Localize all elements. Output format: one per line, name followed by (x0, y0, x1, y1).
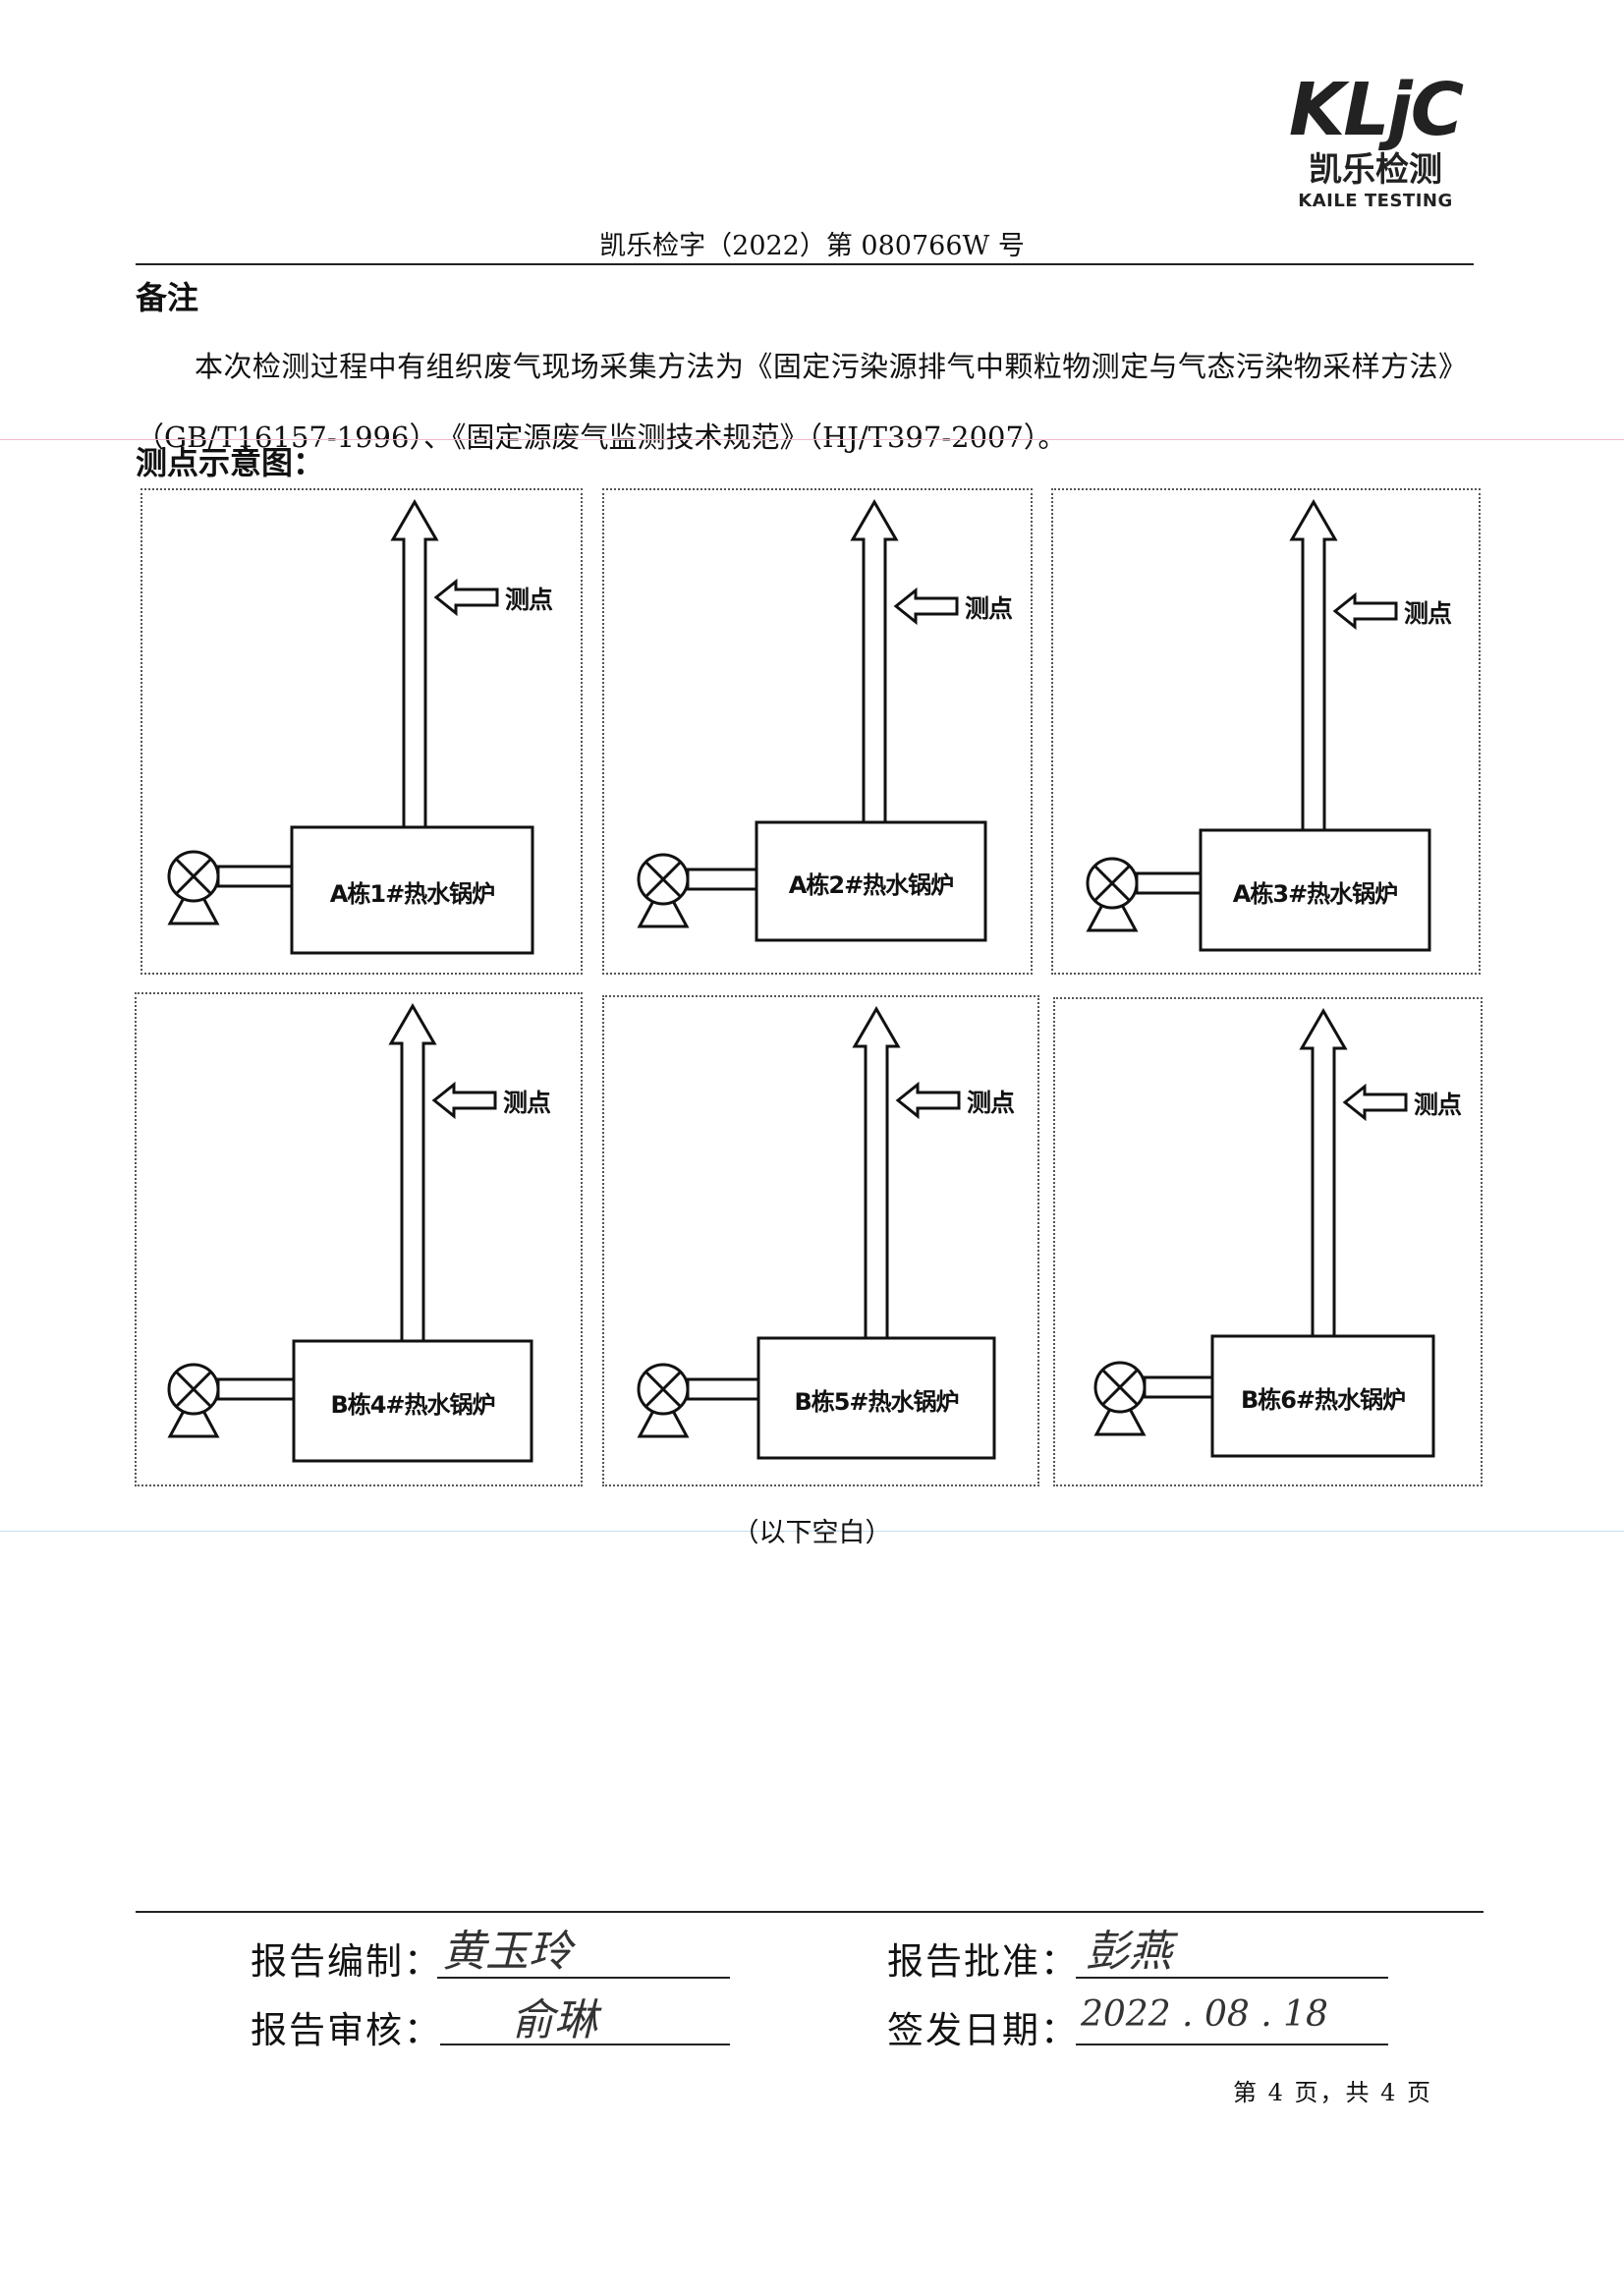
measure-point-label: 测点 (1404, 599, 1452, 628)
approve-label: 报告批准： (887, 1940, 1079, 1983)
diagram-title: 测点示意图： (136, 444, 325, 481)
logo-mark: KLjC (1288, 68, 1464, 152)
panel-drawing-4 (167, 1003, 533, 1463)
boiler-label: A栋2#热水锅炉 (788, 871, 954, 899)
fan-stand (167, 1410, 220, 1438)
compile-label: 报告编制： (251, 1940, 442, 1983)
boiler-label: A栋1#热水锅炉 (329, 880, 495, 908)
measure-point-label: 测点 (505, 586, 553, 614)
company-logo: KLjC 凯乐检测 KAILE TESTING (1277, 71, 1474, 228)
panel-drawing-1 (167, 499, 534, 955)
fan-stand (637, 1410, 690, 1438)
measure-point-arrow (893, 587, 959, 626)
measure-point-arrow (433, 578, 499, 617)
boiler-box (292, 1339, 533, 1463)
measure-point-arrow (1342, 1083, 1408, 1122)
diagram-panel-4: 测点 B栋4#热水锅炉 (135, 992, 583, 1486)
blank-below-note: （以下空白） (732, 1518, 892, 1548)
panel-drawing-6 (1093, 1008, 1435, 1458)
issue-date-value: 2022 . 08 . 18 (1081, 1994, 1328, 2035)
boiler-label: B栋6#热水锅炉 (1240, 1386, 1406, 1414)
footer-divider (136, 1911, 1484, 1913)
measure-point-label: 测点 (503, 1089, 551, 1117)
fan-duct (1143, 1375, 1214, 1399)
fan-cross-b (644, 861, 682, 898)
scan-artifact-line (0, 439, 1624, 440)
diagram-panel-2: 测点 A栋2#热水锅炉 (602, 488, 1033, 975)
diagram-panel-6: 测点 B栋6#热水锅炉 (1053, 997, 1483, 1486)
compile-sign-line (437, 1977, 730, 1979)
measure-point-arrow (431, 1081, 497, 1120)
stack-arrow (1289, 499, 1338, 830)
fan-stand (637, 900, 690, 928)
review-signature: 俞琳 (511, 1995, 597, 2045)
remarks-paragraph: 本次检测过程中有组织废气现场采集方法为《固定污染源排气中颗粒物测定与气态污染物采… (136, 350, 1467, 454)
diagram-panel-5: 测点 B栋5#热水锅炉 (602, 995, 1039, 1486)
measure-point-label: 测点 (965, 594, 1013, 623)
issue-date-line (1076, 2044, 1388, 2045)
issue-date-label: 签发日期： (887, 2009, 1079, 2051)
page-number: 第 4 页，共 4 页 (1233, 2079, 1433, 2106)
fan-cross-b (175, 1371, 212, 1408)
stack-arrow (390, 499, 439, 827)
stack-arrow (388, 1003, 437, 1341)
stack-arrow (852, 1006, 901, 1338)
fan-cross-b (644, 1371, 682, 1408)
logo-english-name: KAILE TESTING (1298, 191, 1453, 211)
fan-cross-b (1101, 1369, 1139, 1406)
measure-point-arrow (1332, 591, 1398, 631)
report-number: 凯乐检字（2022）第 080766W 号 (599, 231, 1025, 261)
remarks-title: 备注 (136, 279, 199, 316)
review-label: 报告审核： (251, 2009, 442, 2051)
remarks-text: 本次检测过程中有组织废气现场采集方法为《固定污染源排气中颗粒物测定与气态污染物采… (136, 331, 1467, 473)
panel-drawing-3 (1086, 499, 1431, 952)
boiler-label: A栋3#热水锅炉 (1232, 880, 1398, 908)
fan-duct (216, 865, 294, 888)
panel-drawing-2 (637, 499, 987, 942)
approve-signature: 彭燕 (1086, 1927, 1172, 1977)
review-sign-line (440, 2044, 730, 2045)
diagram-panel-1: 测点 A栋1#热水锅炉 (140, 488, 583, 975)
fan-duct (1135, 871, 1203, 895)
scan-artifact-line-2 (0, 1531, 1624, 1532)
logo-chinese-name: 凯乐检测 (1309, 150, 1442, 190)
fan-cross-b (175, 858, 212, 895)
boiler-box (290, 825, 534, 955)
fan-cross-b (1093, 865, 1131, 902)
measure-point-label: 测点 (967, 1089, 1015, 1117)
stack-arrow (1299, 1008, 1348, 1336)
approve-sign-line (1076, 1977, 1388, 1979)
fan-stand (1093, 1408, 1147, 1436)
measure-point-arrow (895, 1081, 961, 1120)
boiler-label: B栋5#热水锅炉 (794, 1388, 959, 1416)
stack-arrow (850, 499, 899, 822)
measure-point-label: 测点 (1414, 1091, 1462, 1119)
compile-signature: 黄玉玲 (442, 1927, 572, 1977)
fan-duct (686, 868, 758, 891)
header-divider (136, 263, 1474, 265)
panel-drawing-5 (637, 1006, 996, 1460)
fan-duct (686, 1377, 760, 1401)
boiler-label: B栋4#热水锅炉 (330, 1391, 495, 1419)
diagram-panel-3: 测点 A栋3#热水锅炉 (1051, 488, 1481, 975)
fan-stand (1086, 904, 1139, 932)
fan-duct (216, 1377, 296, 1401)
fan-stand (167, 897, 220, 925)
